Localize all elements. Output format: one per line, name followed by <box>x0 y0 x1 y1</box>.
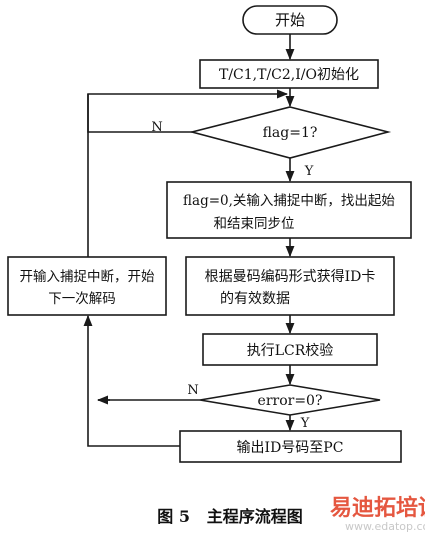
init-label: T/C1,T/C2,I/O初始化 <box>219 66 359 83</box>
error-yes-label: Y <box>300 416 310 431</box>
decode-box <box>185 256 395 316</box>
flag-yes-label: Y <box>304 164 314 179</box>
error-no-label: N <box>187 383 198 398</box>
lcr-label: 执行LCR校验 <box>247 342 334 359</box>
loop-line1: 开输入捕捉中断，开始 <box>20 269 155 285</box>
figure-caption: 图 5 主程序流程图 <box>157 507 302 526</box>
decode-line1: 根据曼码编码形式获得ID卡 <box>205 268 376 285</box>
arrow-flag-no <box>87 89 289 133</box>
output-label: 输出ID号码至PC <box>237 440 344 456</box>
decode-line2: 的有效数据 <box>220 291 290 307</box>
flag-no-label: N <box>151 120 162 135</box>
flag-process-line1: flag=0,关输入捕捉中断，找出起始 <box>183 193 395 209</box>
error-decision-label: error=0? <box>258 393 323 409</box>
loop-line2: 下一次解码 <box>48 291 116 307</box>
start-label: 开始 <box>275 11 305 29</box>
flag-process-line2: 和结束同步位 <box>214 216 295 232</box>
watermark-url: www.edatop.com <box>345 520 425 533</box>
watermark-brand: 易迪拓培训 <box>330 495 425 521</box>
watermark: 易迪拓培训 www.edatop.com <box>330 495 425 533</box>
flag-decision-label: flag=1? <box>263 125 318 141</box>
arrow-output-return <box>83 314 180 447</box>
